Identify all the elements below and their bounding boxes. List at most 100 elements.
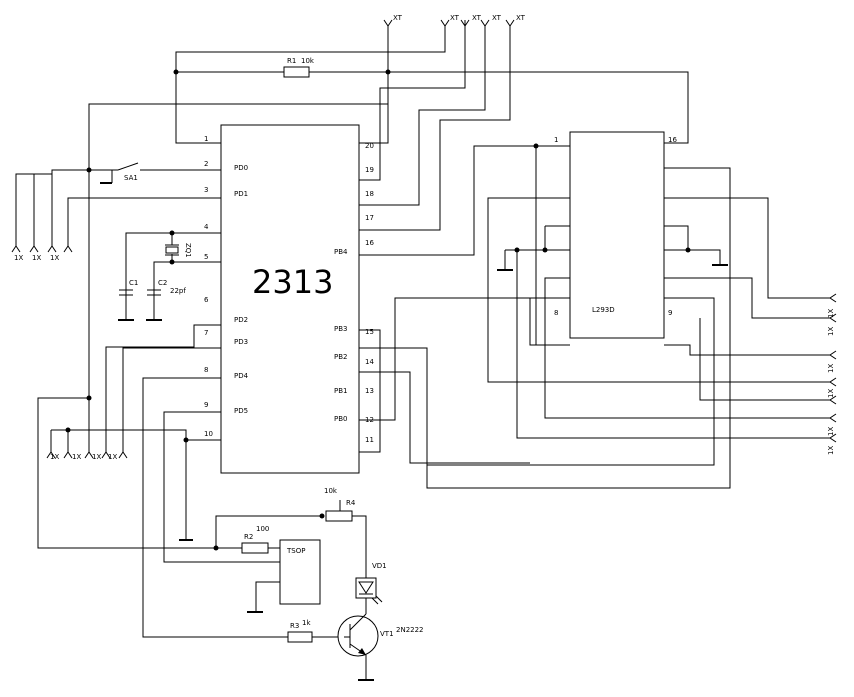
driver-name: L293D <box>592 306 615 314</box>
connector-right-label: 1X <box>827 364 835 373</box>
mcu-name: 2313 <box>252 263 333 301</box>
resistor-r3: R3 1k <box>287 619 313 643</box>
capacitor-c1: C1 <box>119 270 138 296</box>
mcu-pin-17: 17 <box>365 214 374 222</box>
ground-symbols <box>100 170 728 681</box>
ir-receiver-tsop: TSOP <box>279 539 321 605</box>
mcu-pin-18: 18 <box>365 190 374 198</box>
connector-top-label: XT <box>450 14 460 22</box>
connector-left-lower-label: 1X <box>92 453 101 461</box>
connector-top-label: XT <box>516 14 526 22</box>
led-vd1: VD1 <box>355 562 387 605</box>
mcu-pin-name-pd1: PD1 <box>234 190 248 198</box>
junction-dot <box>213 545 219 551</box>
connector-right-label: 1X <box>827 446 835 455</box>
mcu-pin-2: 2 <box>204 160 208 168</box>
r1-value: 10k <box>301 57 315 65</box>
c2-label: C2 <box>158 279 167 287</box>
mcu-pin-4: 4 <box>204 223 209 231</box>
sa1-label: SA1 <box>124 174 138 182</box>
mcu-pin-name-pd0: PD0 <box>234 164 248 172</box>
vt1-label: VT1 <box>380 630 394 638</box>
connector-top-label: XT <box>492 14 502 22</box>
r2-label: R2 <box>244 533 253 541</box>
mcu-2313: 2313 1 2 3 4 5 6 7 8 9 10 20 19 18 17 16… <box>204 124 374 474</box>
mcu-pin-9: 9 <box>204 401 208 409</box>
junction-dot <box>169 230 175 236</box>
mcu-pin-5: 5 <box>204 253 208 261</box>
junction-dot <box>86 167 92 173</box>
mcu-pin-15: 15 <box>365 328 374 336</box>
connector-left-lower-label: 1X <box>50 453 59 461</box>
resistor-r1: R1 10k <box>283 57 315 78</box>
mcu-pin-10: 10 <box>204 430 213 438</box>
r4-value: 10k <box>324 487 338 495</box>
mcu-pin-name-pd3: PD3 <box>234 338 248 346</box>
resistor-r2: R2 100 <box>241 525 269 554</box>
r3-value: 1k <box>302 619 311 627</box>
junction-dot <box>685 247 691 253</box>
mcu-pin-1: 1 <box>204 135 208 143</box>
connector-right-label: 1X <box>827 427 835 436</box>
r2-value: 100 <box>256 525 269 533</box>
mcu-pin-name-pb3: PB3 <box>334 325 347 333</box>
junction-dot <box>319 513 325 519</box>
vt1-value: 2N2222 <box>396 626 424 634</box>
junction-dot <box>385 69 391 75</box>
junction-dot <box>542 247 548 253</box>
driver-pin-9: 9 <box>668 309 672 317</box>
mcu-pin-3: 3 <box>204 186 208 194</box>
connectors-top: XT XT XT XT XT <box>383 14 526 27</box>
connector-left-lower-label: 1X <box>108 453 117 461</box>
connector-top-label: XT <box>393 14 403 22</box>
c2-value: 22pf <box>170 287 186 295</box>
r4-label: R4 <box>346 499 356 507</box>
junction-dot <box>183 437 189 443</box>
connector-right-label: 1X <box>827 327 835 336</box>
wires <box>15 20 830 680</box>
r1-label: R1 <box>287 57 296 65</box>
mcu-pin-7: 7 <box>204 329 208 337</box>
mcu-pin-name-pb2: PB2 <box>334 353 347 361</box>
mcu-pin-13: 13 <box>365 387 374 395</box>
mcu-pin-name-pb1: PB1 <box>334 387 347 395</box>
c1-label: C1 <box>129 279 138 287</box>
junction-dot <box>173 69 179 75</box>
connector-right-label: 1X <box>827 389 835 398</box>
driver-pin-1: 1 <box>554 136 558 144</box>
mcu-pin-20: 20 <box>365 142 374 150</box>
switch-sa1: SA1 <box>117 162 139 182</box>
mcu-pin-name-pd4: PD4 <box>234 372 249 380</box>
r3-label: R3 <box>290 622 299 630</box>
mcu-pin-name-pd5: PD5 <box>234 407 248 415</box>
connector-left-upper-label: 1X <box>32 254 41 262</box>
mcu-pin-12: 12 <box>365 416 374 424</box>
connector-left-upper-label: 1X <box>14 254 23 262</box>
driver-pin-8: 8 <box>554 309 558 317</box>
transistor-vt1: VT1 2N2222 <box>337 613 424 657</box>
mcu-pin-name-pb0: PB0 <box>334 415 347 423</box>
mcu-pin-name-pb4: PB4 <box>334 248 348 256</box>
mcu-pin-16: 16 <box>365 239 374 247</box>
junction-dot <box>533 143 539 149</box>
tsop-label: TSOP <box>286 547 305 555</box>
junction-dot <box>86 395 92 401</box>
mcu-pin-19: 19 <box>365 166 374 174</box>
vd1-label: VD1 <box>372 562 387 570</box>
resistor-r4: 10k R4 <box>324 487 356 522</box>
connector-left-lower-label: 1X <box>72 453 81 461</box>
driver-pin-16: 16 <box>668 136 677 144</box>
crystal-zq1: ZQ1 <box>165 243 192 258</box>
capacitor-c2: C2 22pf <box>147 279 186 296</box>
mcu-pin-14: 14 <box>365 358 374 366</box>
connectors-right: 1X 1X 1X 1X 1X 1X <box>827 293 837 455</box>
junction-dot <box>169 259 175 265</box>
zq1-label: ZQ1 <box>184 243 192 258</box>
junction-dot <box>514 247 520 253</box>
connectors-left-upper: 1X 1X 1X <box>11 174 73 262</box>
connector-right-label: 1X <box>827 309 835 318</box>
connector-top-label: XT <box>472 14 482 22</box>
connectors-left-lower: 1X 1X 1X 1X <box>46 429 128 461</box>
connector-left-upper-label: 1X <box>50 254 59 262</box>
